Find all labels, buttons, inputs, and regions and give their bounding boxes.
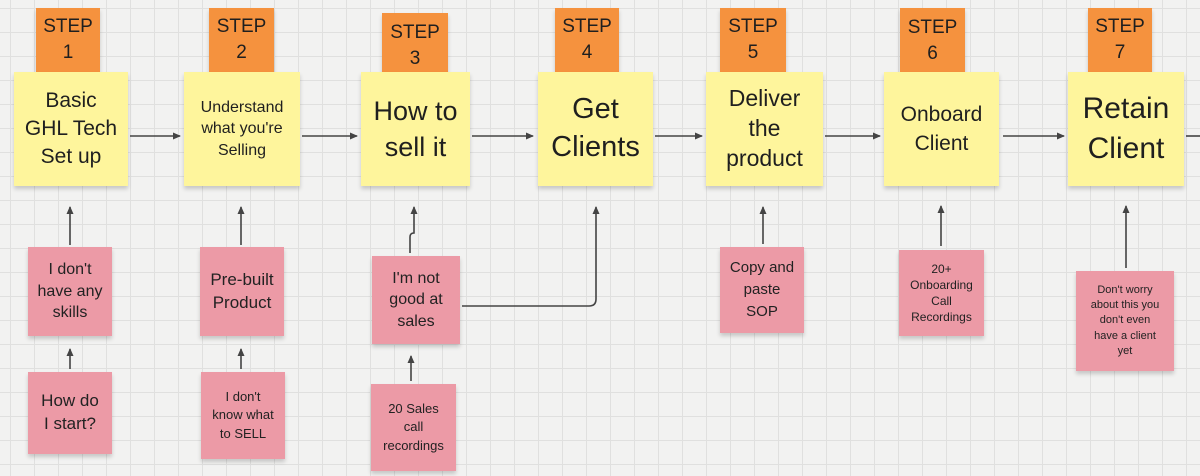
note-pre-built-product[interactable]: Pre-built Product xyxy=(200,247,284,336)
note-copy-paste-sop[interactable]: Copy and paste SOP xyxy=(720,247,804,333)
step-6-tag[interactable]: STEP 6 xyxy=(900,8,965,73)
step-3-card[interactable]: How to sell it xyxy=(361,72,470,186)
note-how-to-start[interactable]: How do I start? xyxy=(28,372,112,454)
step-1-tag[interactable]: STEP 1 xyxy=(36,8,100,72)
note-not-good-at-sales[interactable]: I'm not good at sales xyxy=(372,256,460,344)
step-7-tag[interactable]: STEP 7 xyxy=(1088,8,1152,72)
step-3-tag[interactable]: STEP 3 xyxy=(382,13,448,79)
step-6-card[interactable]: Onboard Client xyxy=(884,72,999,186)
step-2-tag[interactable]: STEP 2 xyxy=(209,8,274,72)
step-4-tag[interactable]: STEP 4 xyxy=(555,8,619,72)
arrow-sales-to-step4 xyxy=(462,206,600,307)
note-dont-worry[interactable]: Don't worry about this you don't even ha… xyxy=(1076,271,1174,371)
step-4-card[interactable]: Get Clients xyxy=(538,72,653,186)
arrow-sales-to-step3 xyxy=(409,206,418,253)
step-1-card[interactable]: Basic GHL Tech Set up xyxy=(14,72,128,186)
note-no-skills[interactable]: I don't have any skills xyxy=(28,247,112,336)
note-dont-know-what-to-sell[interactable]: I don't know what to SELL xyxy=(201,372,285,459)
note-sales-call-recordings[interactable]: 20 Sales call recordings xyxy=(371,384,456,471)
note-onboarding-call-recordings[interactable]: 20+ Onboarding Call Recordings xyxy=(899,250,984,336)
step-2-card[interactable]: Understand what you're Selling xyxy=(184,72,300,186)
step-5-card[interactable]: Deliver the product xyxy=(706,72,823,186)
step-7-card[interactable]: Retain Client xyxy=(1068,72,1184,186)
step-5-tag[interactable]: STEP 5 xyxy=(720,8,786,72)
